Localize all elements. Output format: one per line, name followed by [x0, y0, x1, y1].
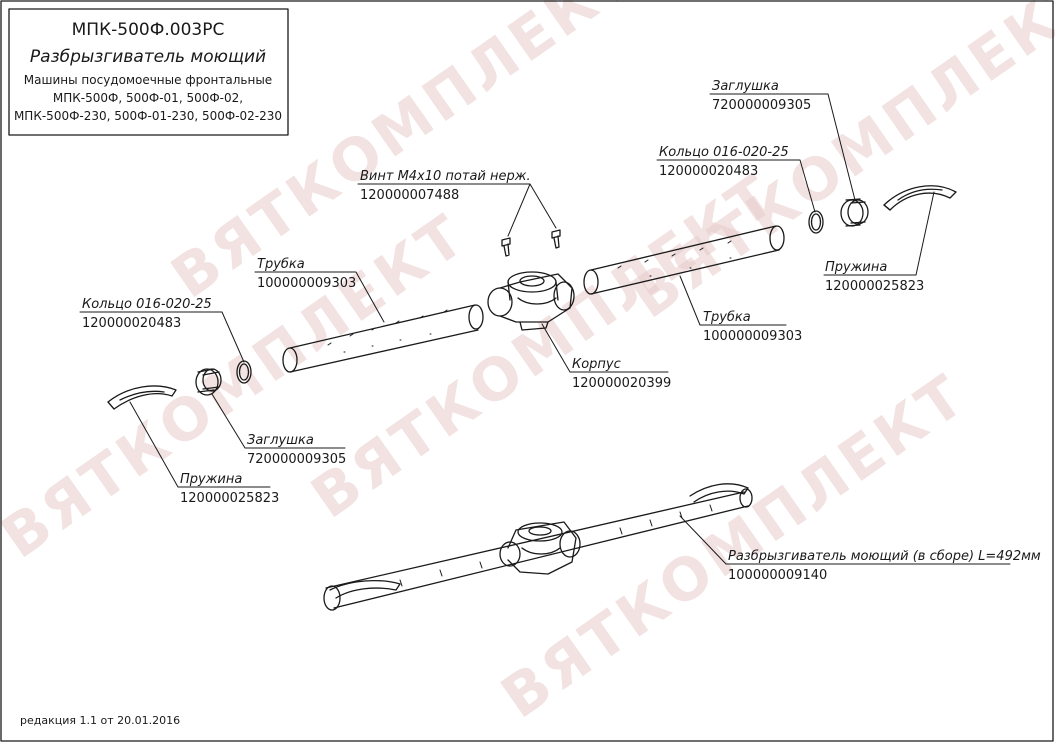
spring-right-part [883, 185, 957, 211]
leader-lines [79, 93, 1011, 565]
screws-part [501, 229, 561, 257]
callout-korpus-name: Корпус [572, 357, 621, 372]
plug-right-part [840, 198, 869, 227]
watermark-3: ВЯТКОМПЛЕКТ [489, 360, 979, 731]
spring-left-part [107, 385, 177, 410]
callout-korpus: Корпус 120000020399 [572, 357, 671, 391]
callout-trubka-right-code: 100000009303 [703, 329, 802, 344]
title-block-frame [8, 8, 289, 136]
title-block: МПК-500Ф.003РС Разбрызгиватель моющий Ма… [8, 8, 289, 136]
callout-trubka-left-code: 100000009303 [257, 276, 356, 291]
assembly-part [323, 483, 753, 611]
callout-zaglushka-left-name: Заглушка [247, 433, 314, 448]
callout-vint-code: 120000007488 [360, 188, 459, 203]
callout-pruzhina-right: Пружина 120000025823 [825, 260, 924, 294]
title-name: Разбрызгиватель моющий [30, 47, 266, 67]
revision-note: редакция 1.1 от 20.01.2016 [20, 714, 180, 727]
callout-koltso-left-name: Кольцо 016-020-25 [82, 297, 212, 312]
tube-left-part [282, 304, 484, 373]
callout-assembly-name: Разбрызгиватель моющий (в сборе) L=492мм [728, 549, 1041, 564]
callout-koltso-left-code: 120000020483 [82, 316, 181, 331]
callout-zaglushka-left: Заглушка 720000009305 [247, 433, 346, 467]
callout-pruzhina-left-name: Пружина [180, 472, 242, 487]
callout-trubka-left-name: Трубка [257, 257, 305, 272]
callout-trubka-right: Трубка 100000009303 [703, 310, 802, 344]
plug-left-part [195, 368, 222, 396]
callout-zaglushka-left-code: 720000009305 [247, 452, 346, 467]
callout-assembly-code: 100000009140 [728, 568, 827, 583]
callout-zaglushka-right: Заглушка 720000009305 [712, 79, 811, 113]
callout-zaglushka-right-code: 720000009305 [712, 98, 811, 113]
title-line-2: МПК-500Ф, 500Ф-01, 500Ф-02, [53, 91, 243, 105]
tube-right-part [583, 225, 785, 295]
callout-pruzhina-left: Пружина 120000025823 [180, 472, 279, 506]
callout-korpus-code: 120000020399 [572, 376, 671, 391]
ring-right-part [808, 210, 824, 234]
callout-vint-name: Винт М4х10 потай нерж. [360, 169, 531, 184]
callout-koltso-right-name: Кольцо 016-020-25 [659, 145, 789, 160]
callout-pruzhina-right-name: Пружина [825, 260, 887, 275]
callout-pruzhina-left-code: 120000025823 [180, 491, 279, 506]
title-line-1: Машины посудомоечные фронтальные [24, 73, 272, 87]
callout-pruzhina-right-code: 120000025823 [825, 279, 924, 294]
callout-koltso-left: Кольцо 016-020-25 120000020483 [82, 297, 212, 331]
callout-koltso-right-code: 120000020483 [659, 164, 758, 179]
callout-zaglushka-right-name: Заглушка [712, 79, 779, 94]
title-line-3: МПК-500Ф-230, 500Ф-01-230, 500Ф-02-230 [14, 109, 282, 123]
callout-vint: Винт М4х10 потай нерж. 120000007488 [360, 169, 531, 203]
callout-assembly: Разбрызгиватель моющий (в сборе) L=492мм… [728, 549, 1041, 583]
callout-trubka-right-name: Трубка [703, 310, 751, 325]
body-part [487, 271, 575, 331]
callout-trubka-left: Трубка 100000009303 [257, 257, 356, 291]
title-code: МПК-500Ф.003РС [72, 20, 225, 40]
callout-koltso-right: Кольцо 016-020-25 120000020483 [659, 145, 789, 179]
